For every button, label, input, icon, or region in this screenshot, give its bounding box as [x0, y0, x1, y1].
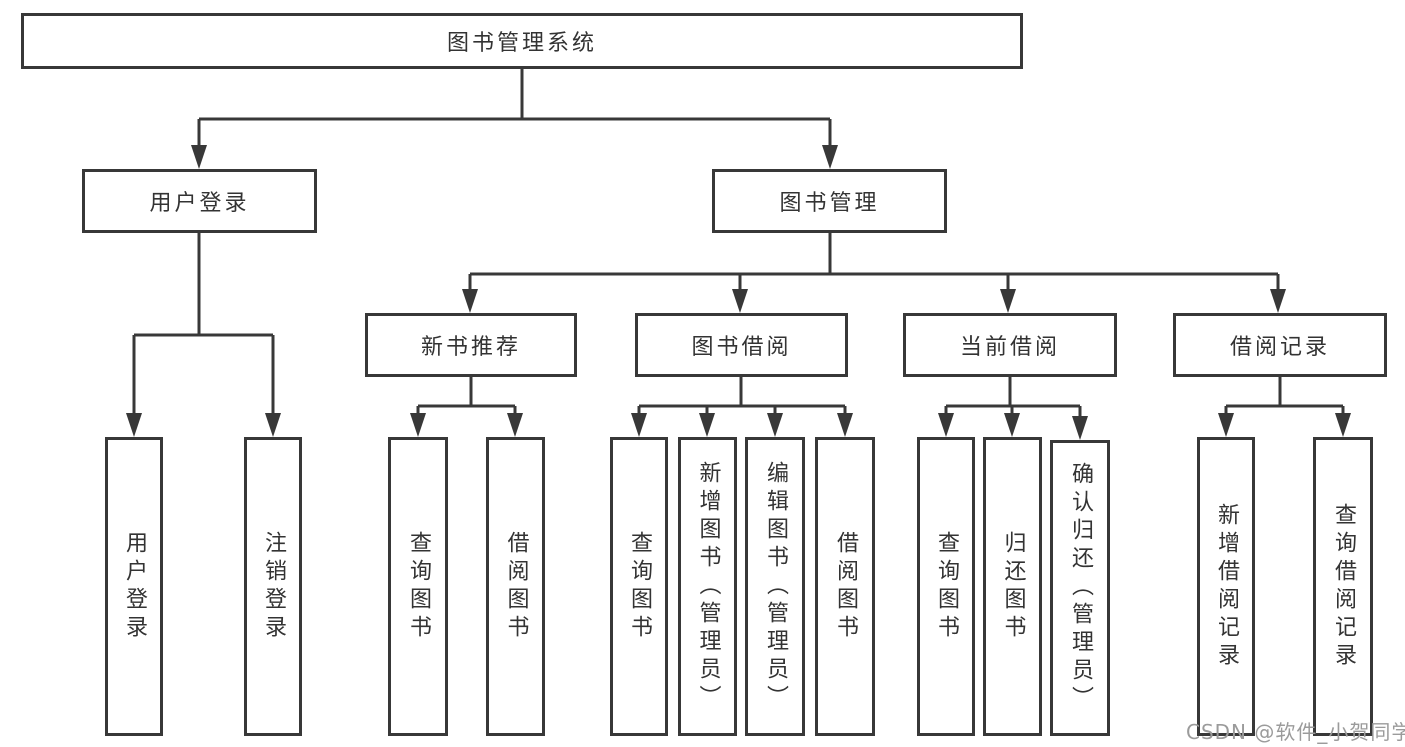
- node-label: 新增图书（管理员）: [695, 460, 721, 713]
- node-book-borrowing: 图书借阅: [635, 313, 848, 377]
- node-label: 借阅记录: [1229, 335, 1330, 360]
- node-label: 图书管理: [779, 191, 880, 216]
- node-label: 图书借阅: [691, 335, 792, 360]
- node-label: 注销登录: [261, 530, 286, 643]
- node-library-management-system: 图书管理系统: [21, 13, 1023, 69]
- arrowheads: [126, 145, 1351, 440]
- node-label: 新增借阅记录: [1214, 502, 1239, 671]
- node-confirm-return-admin: 确认归还（管理员）: [1050, 440, 1110, 736]
- node-add-borrow-record: 新增借阅记录: [1197, 437, 1255, 736]
- node-user-login: 用户登录: [105, 437, 163, 736]
- node-query-books-borrowing: 查询图书: [610, 437, 668, 736]
- node-label: 用户登录: [149, 191, 250, 216]
- node-borrow-books-recommend: 借阅图书: [486, 437, 545, 736]
- node-borrow-books-borrowing: 借阅图书: [815, 437, 875, 736]
- node-label: 借阅图书: [833, 530, 858, 643]
- node-label: 新书推荐: [420, 335, 521, 360]
- watermark-text: CSDN @软件_小贺同学: [1186, 720, 1405, 744]
- node-label: 当前借阅: [959, 335, 1060, 360]
- node-query-books-current: 查询图书: [917, 437, 975, 736]
- node-label: 查询图书: [934, 530, 959, 643]
- node-current-borrowing: 当前借阅: [903, 313, 1117, 377]
- node-label: 归还图书: [1000, 530, 1026, 643]
- node-return-books: 归还图书: [983, 437, 1042, 736]
- node-add-books-admin: 新增图书（管理员）: [678, 437, 737, 736]
- node-user-login-group: 用户登录: [82, 169, 317, 233]
- node-label: 查询借阅记录: [1331, 502, 1356, 671]
- node-label: 查询图书: [406, 530, 431, 643]
- node-query-books-recommend: 查询图书: [388, 437, 448, 736]
- node-borrowing-records: 借阅记录: [1173, 313, 1387, 377]
- node-label: 借阅图书: [503, 530, 529, 643]
- node-label: 编辑图书（管理员）: [763, 460, 788, 713]
- node-label: 查询图书: [627, 530, 652, 643]
- node-query-borrow-record: 查询借阅记录: [1313, 437, 1373, 736]
- node-label: 用户登录: [122, 530, 147, 643]
- node-new-book-recommendation: 新书推荐: [365, 313, 577, 377]
- node-book-management: 图书管理: [712, 169, 947, 233]
- node-label: 确认归还（管理员）: [1068, 462, 1093, 714]
- node-logout-login: 注销登录: [244, 437, 302, 736]
- node-edit-books-admin: 编辑图书（管理员）: [745, 437, 805, 736]
- node-label: 图书管理系统: [446, 31, 597, 56]
